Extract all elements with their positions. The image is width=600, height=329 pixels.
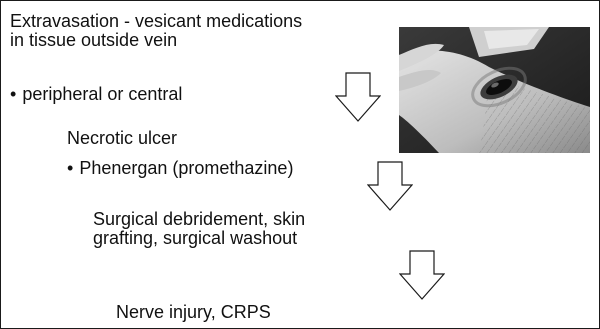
hand-wound-image [399, 27, 590, 153]
step-surgical-debridement: Surgical debridement, skin grafting, sur… [93, 210, 353, 248]
down-arrow-icon [399, 250, 445, 300]
bullet-1-text: peripheral or central [22, 84, 182, 104]
bullet-symbol: • [10, 85, 16, 104]
step-nerve-injury: Nerve injury, CRPS [116, 303, 271, 322]
down-arrow-icon [335, 72, 381, 122]
slide-title: Extravasation - vesicant medications in … [10, 12, 310, 50]
extravasation-wound-photo [399, 27, 590, 153]
step-necrotic-ulcer: Necrotic ulcer [67, 129, 177, 148]
down-arrow-icon [367, 161, 413, 211]
bullet-peripheral-or-central: • peripheral or central [10, 85, 182, 104]
bullet-2-text: Phenergan (promethazine) [79, 158, 293, 178]
bullet-phenergan: • Phenergan (promethazine) [67, 159, 293, 178]
bullet-symbol: • [67, 159, 73, 178]
